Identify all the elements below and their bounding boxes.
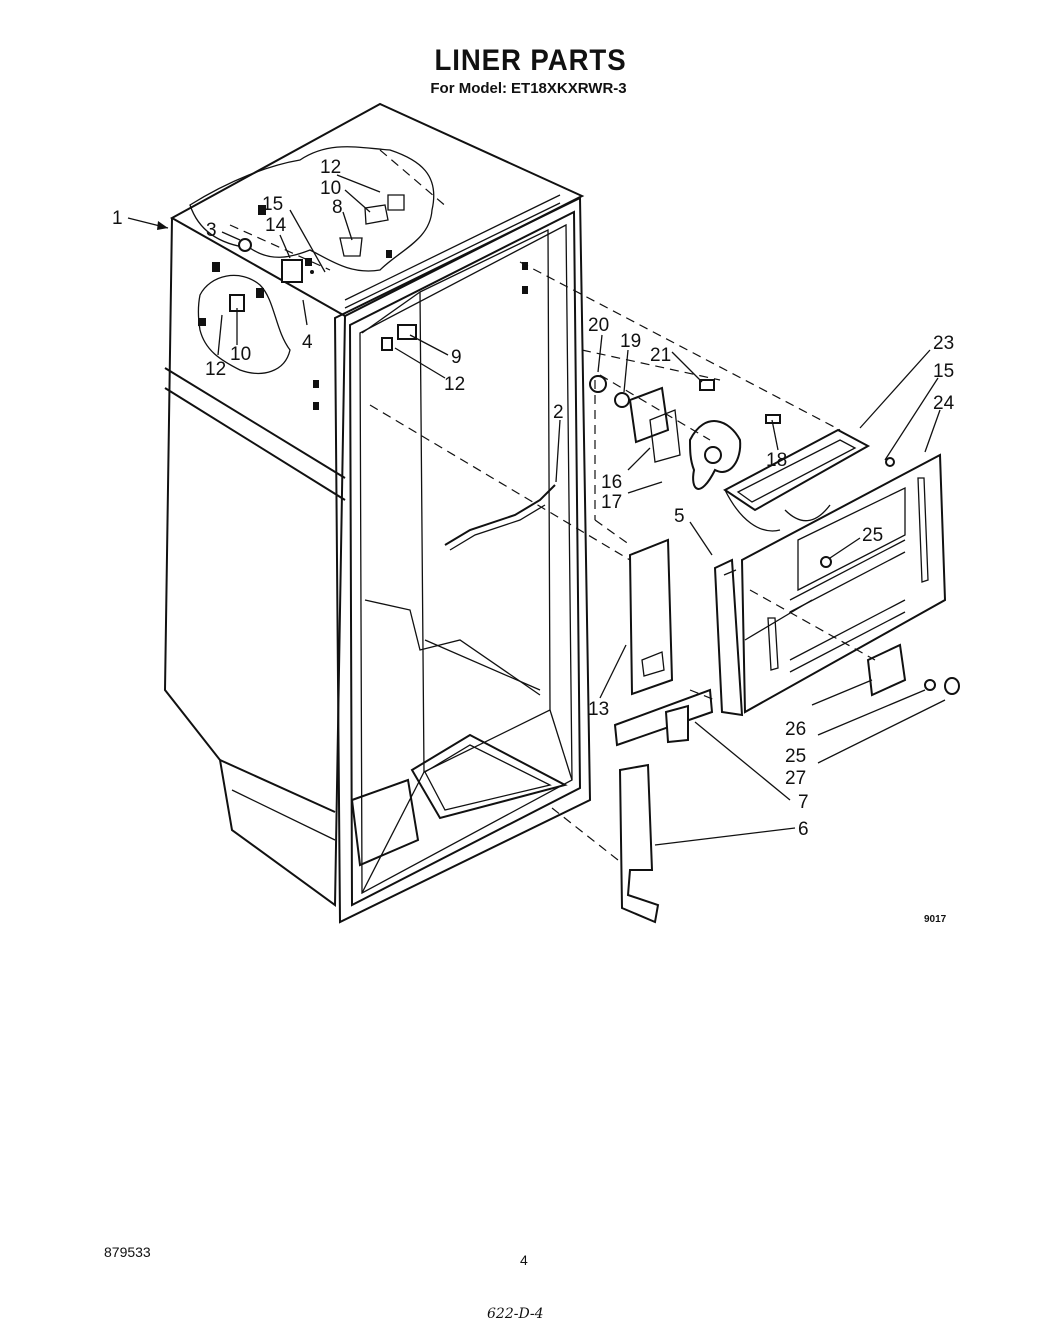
leader-lines: [127, 174, 946, 846]
callout-27: 27: [785, 768, 806, 789]
callout-18: 18: [766, 450, 787, 471]
mounting-plate: [866, 643, 960, 697]
callout-25-lower: 25: [785, 746, 806, 767]
assembly-guide-lines: [229, 149, 876, 861]
evaporator-cover-panel: [740, 453, 947, 714]
callout-12-top: 12: [320, 157, 341, 178]
callout-9: 9: [451, 347, 462, 368]
callout-25-upper: 25: [862, 525, 883, 546]
callout-4: 4: [302, 332, 313, 353]
callout-16: 16: [601, 472, 622, 493]
callout-6: 6: [798, 819, 809, 840]
model-prefix: For Model:: [430, 80, 508, 97]
fan-motor-assembly: [589, 375, 781, 490]
callout-1: 1: [112, 208, 123, 229]
handwritten-note: 622-D-4: [487, 1306, 544, 1322]
callout-26: 26: [785, 719, 806, 740]
callout-19: 19: [620, 331, 641, 352]
callout-17: 17: [601, 492, 622, 513]
callout-21: 21: [650, 345, 671, 366]
callout-12-interior: 12: [444, 374, 465, 395]
fan-grille: [723, 428, 871, 532]
callout-8: 8: [332, 197, 343, 218]
callout-15-left: 15: [262, 194, 283, 215]
callout-23: 23: [933, 333, 954, 354]
callout-20: 20: [588, 315, 609, 336]
callout-labels: 1 2 3 4 5 6 7 8 9 10 10 12 12 12 13 14 1…: [112, 157, 955, 925]
model-number: ET18XKXRWR-3: [511, 80, 627, 97]
callout-10-top: 10: [320, 178, 341, 199]
side-bracket: [713, 558, 744, 717]
liner-cabinet: [163, 102, 592, 924]
callout-12-left: 12: [205, 359, 226, 380]
lower-panels: [613, 538, 714, 924]
callout-10-left: 10: [230, 344, 251, 365]
part-number: 879533: [104, 1244, 151, 1260]
thermostat-components: [229, 194, 556, 551]
page-number: 4: [520, 1252, 528, 1268]
callout-3: 3: [206, 220, 217, 241]
callout-24: 24: [933, 393, 955, 414]
page-title: LINER PARTS: [434, 44, 627, 77]
callout-5: 5: [674, 506, 685, 527]
callout-2: 2: [553, 402, 564, 423]
callout-14: 14: [265, 215, 287, 236]
callout-15-right: 15: [933, 361, 954, 382]
callout-13: 13: [588, 699, 609, 720]
model-line: For Model:ET18XKXRWR-3: [0, 80, 1061, 97]
callout-7: 7: [798, 792, 809, 813]
figure-code: 9017: [924, 914, 947, 925]
